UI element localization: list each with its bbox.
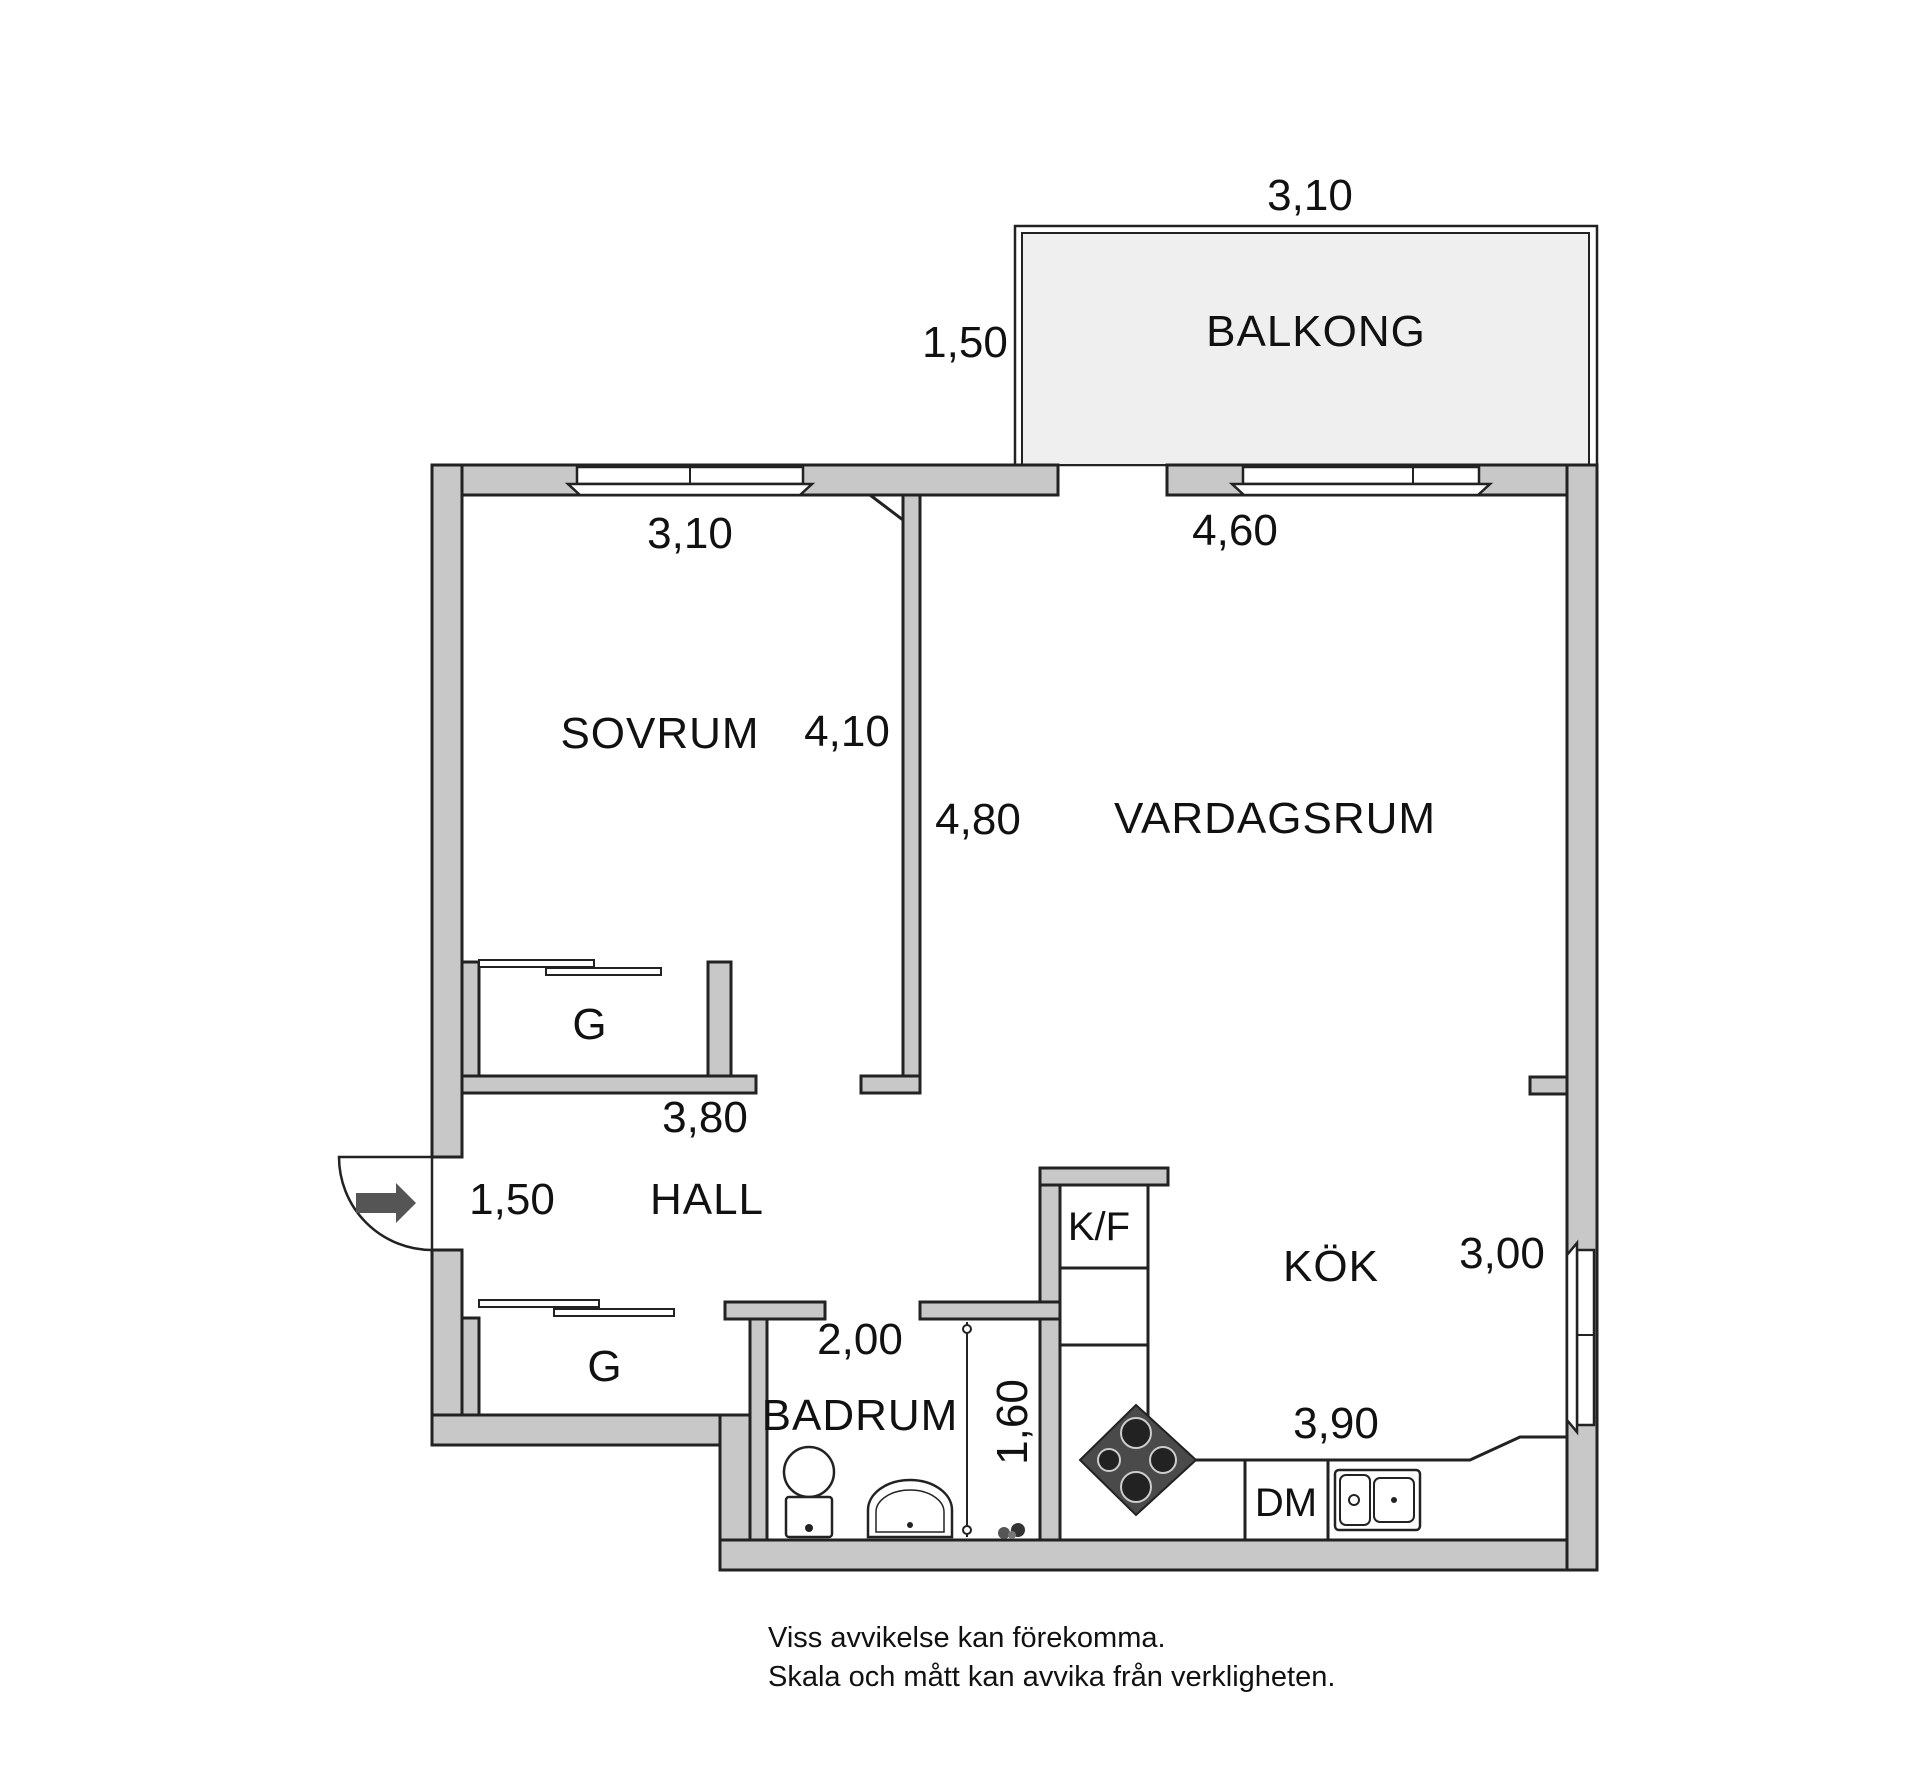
washbasin-icon xyxy=(866,1478,954,1539)
dim-sovrum-length: 4,10 xyxy=(804,707,890,756)
dim-vardagsrum-width: 4,60 xyxy=(1192,506,1278,555)
balcony xyxy=(1013,224,1599,467)
dim-sovrum-width: 3,10 xyxy=(647,509,733,558)
shower-icon xyxy=(962,1322,1025,1539)
room-label-badrum: BADRUM xyxy=(762,1391,959,1440)
sink-icon xyxy=(1333,1468,1422,1532)
dim-balkong-width: 3,10 xyxy=(1267,171,1353,220)
windows xyxy=(564,465,1596,1436)
dim-hall-depth: 1,50 xyxy=(469,1175,555,1224)
dim-kok-length: 3,00 xyxy=(1459,1229,1545,1278)
dim-vardagsrum-length: 4,80 xyxy=(935,795,1021,844)
toilet-icon xyxy=(782,1445,836,1539)
room-label-garderob-upper: G xyxy=(572,1000,607,1049)
stove-icon xyxy=(1078,1403,1198,1517)
fixture-label-kf: K/F xyxy=(1068,1205,1130,1249)
room-label-garderob-lower: G xyxy=(587,1342,622,1391)
room-label-vardagsrum: VARDAGSRUM xyxy=(1114,794,1436,843)
room-label-balkong: BALKONG xyxy=(1206,307,1426,356)
disclaimer-line-1: Viss avvikelse kan förekomma. xyxy=(768,1622,1166,1654)
fixture-label-dm: DM xyxy=(1255,1481,1317,1525)
entry-door[interactable] xyxy=(337,1155,434,1252)
room-label-kok: KÖK xyxy=(1283,1242,1379,1291)
wardrobe-doors xyxy=(478,959,675,1317)
dim-badrum-length: 1,60 xyxy=(988,1379,1037,1465)
room-label-sovrum: SOVRUM xyxy=(560,709,759,758)
room-label-hall: HALL xyxy=(650,1175,764,1224)
chamfer xyxy=(869,493,904,522)
dim-kok-width: 3,90 xyxy=(1293,1399,1379,1448)
dim-balkong-depth: 1,50 xyxy=(922,318,1008,367)
disclaimer-line-2: Skala och mått kan avvika från verklighe… xyxy=(768,1661,1335,1693)
dim-hall-width: 3,80 xyxy=(662,1093,748,1142)
dim-badrum-width: 2,00 xyxy=(817,1315,903,1364)
